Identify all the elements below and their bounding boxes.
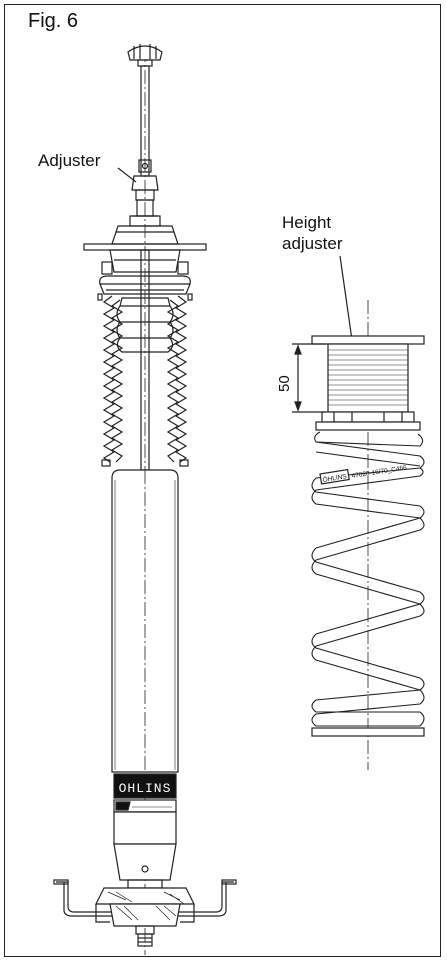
height-adjuster-locknuts <box>315 411 421 431</box>
spring-brand-label <box>319 468 350 485</box>
spring-bottom-seat <box>311 727 425 737</box>
left-bellows <box>102 295 116 463</box>
coil-spring <box>311 431 425 727</box>
figure-title: Fig. 6 <box>28 10 79 32</box>
right-bellows <box>174 295 188 463</box>
spring-brand-text: ÖHLINS <box>322 472 348 484</box>
lower-body <box>113 811 177 845</box>
spring-top-plate <box>311 335 425 345</box>
lower-taper <box>113 843 177 881</box>
adjuster-label: Adjuster <box>38 151 101 170</box>
bottom-mount <box>53 879 237 947</box>
adjuster-knob-icon <box>127 44 163 67</box>
body-brand-label <box>113 773 177 813</box>
height-adjuster-thread <box>327 343 409 413</box>
height-adjuster-label-line2: adjuster <box>282 234 343 253</box>
dimension-50 <box>292 343 326 413</box>
lower-bleed-screw-icon <box>141 865 149 873</box>
figure-frame <box>4 4 441 957</box>
body-brand-text: OHLINS <box>119 781 172 796</box>
spring-code-text: 47020-16/70_C466 <box>351 464 407 480</box>
height-adjuster-leader-line <box>339 255 353 341</box>
height-adjuster-label-line1: Height <box>282 213 332 232</box>
spring-seat <box>97 275 193 301</box>
adjuster-leader-line <box>117 167 137 183</box>
damper-body <box>111 469 179 773</box>
